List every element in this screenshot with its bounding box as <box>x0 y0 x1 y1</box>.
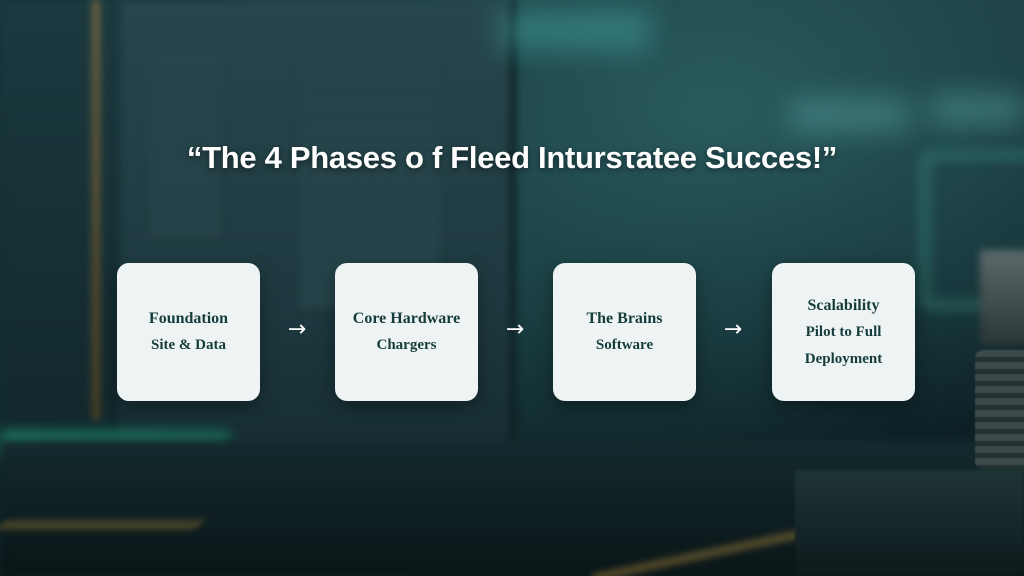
phase-subtitle: Deployment <box>804 350 883 367</box>
background-ceiling-light <box>500 10 650 50</box>
slide-title: “The 4 Phases o f Fleed Intursτatee Succ… <box>186 140 838 175</box>
phase-subtitle: Site & Data <box>151 337 226 353</box>
background-machine <box>795 470 1024 576</box>
arrow-right-icon: → <box>723 317 743 342</box>
phase-box-the-brains: The Brains Software <box>553 263 696 401</box>
phase-box-core-hardware: Core Hardware Chargers <box>335 263 478 401</box>
phase-box-scalability: Scalability Pilot to Full Deployment <box>772 263 915 401</box>
phase-subtitle: Software <box>595 337 654 353</box>
arrow-right-icon: → <box>287 317 307 342</box>
phase-title: Foundation <box>148 310 229 327</box>
background-floor-marking <box>0 522 203 528</box>
background-amber-pipe <box>92 0 100 420</box>
background-rack-left <box>0 0 120 520</box>
arrow-right-icon: → <box>505 317 525 342</box>
phase-title: Core Hardware <box>352 310 461 327</box>
background-ceiling-light <box>790 100 910 130</box>
background-tower-panel <box>300 10 440 310</box>
phase-title: The Brains <box>586 310 663 327</box>
phase-subtitle: Pilot to Full <box>805 323 882 340</box>
phase-subtitle: Chargers <box>376 337 437 353</box>
phase-box-foundation: Foundation Site & Data <box>117 263 260 401</box>
background-cylinder <box>975 350 1024 470</box>
phase-title: Scalability <box>807 296 880 314</box>
background-ceiling-light <box>930 95 1024 125</box>
background-wall-frame <box>920 150 1024 310</box>
background-equipment-top <box>980 250 1024 345</box>
background-tower-vent <box>150 60 220 240</box>
